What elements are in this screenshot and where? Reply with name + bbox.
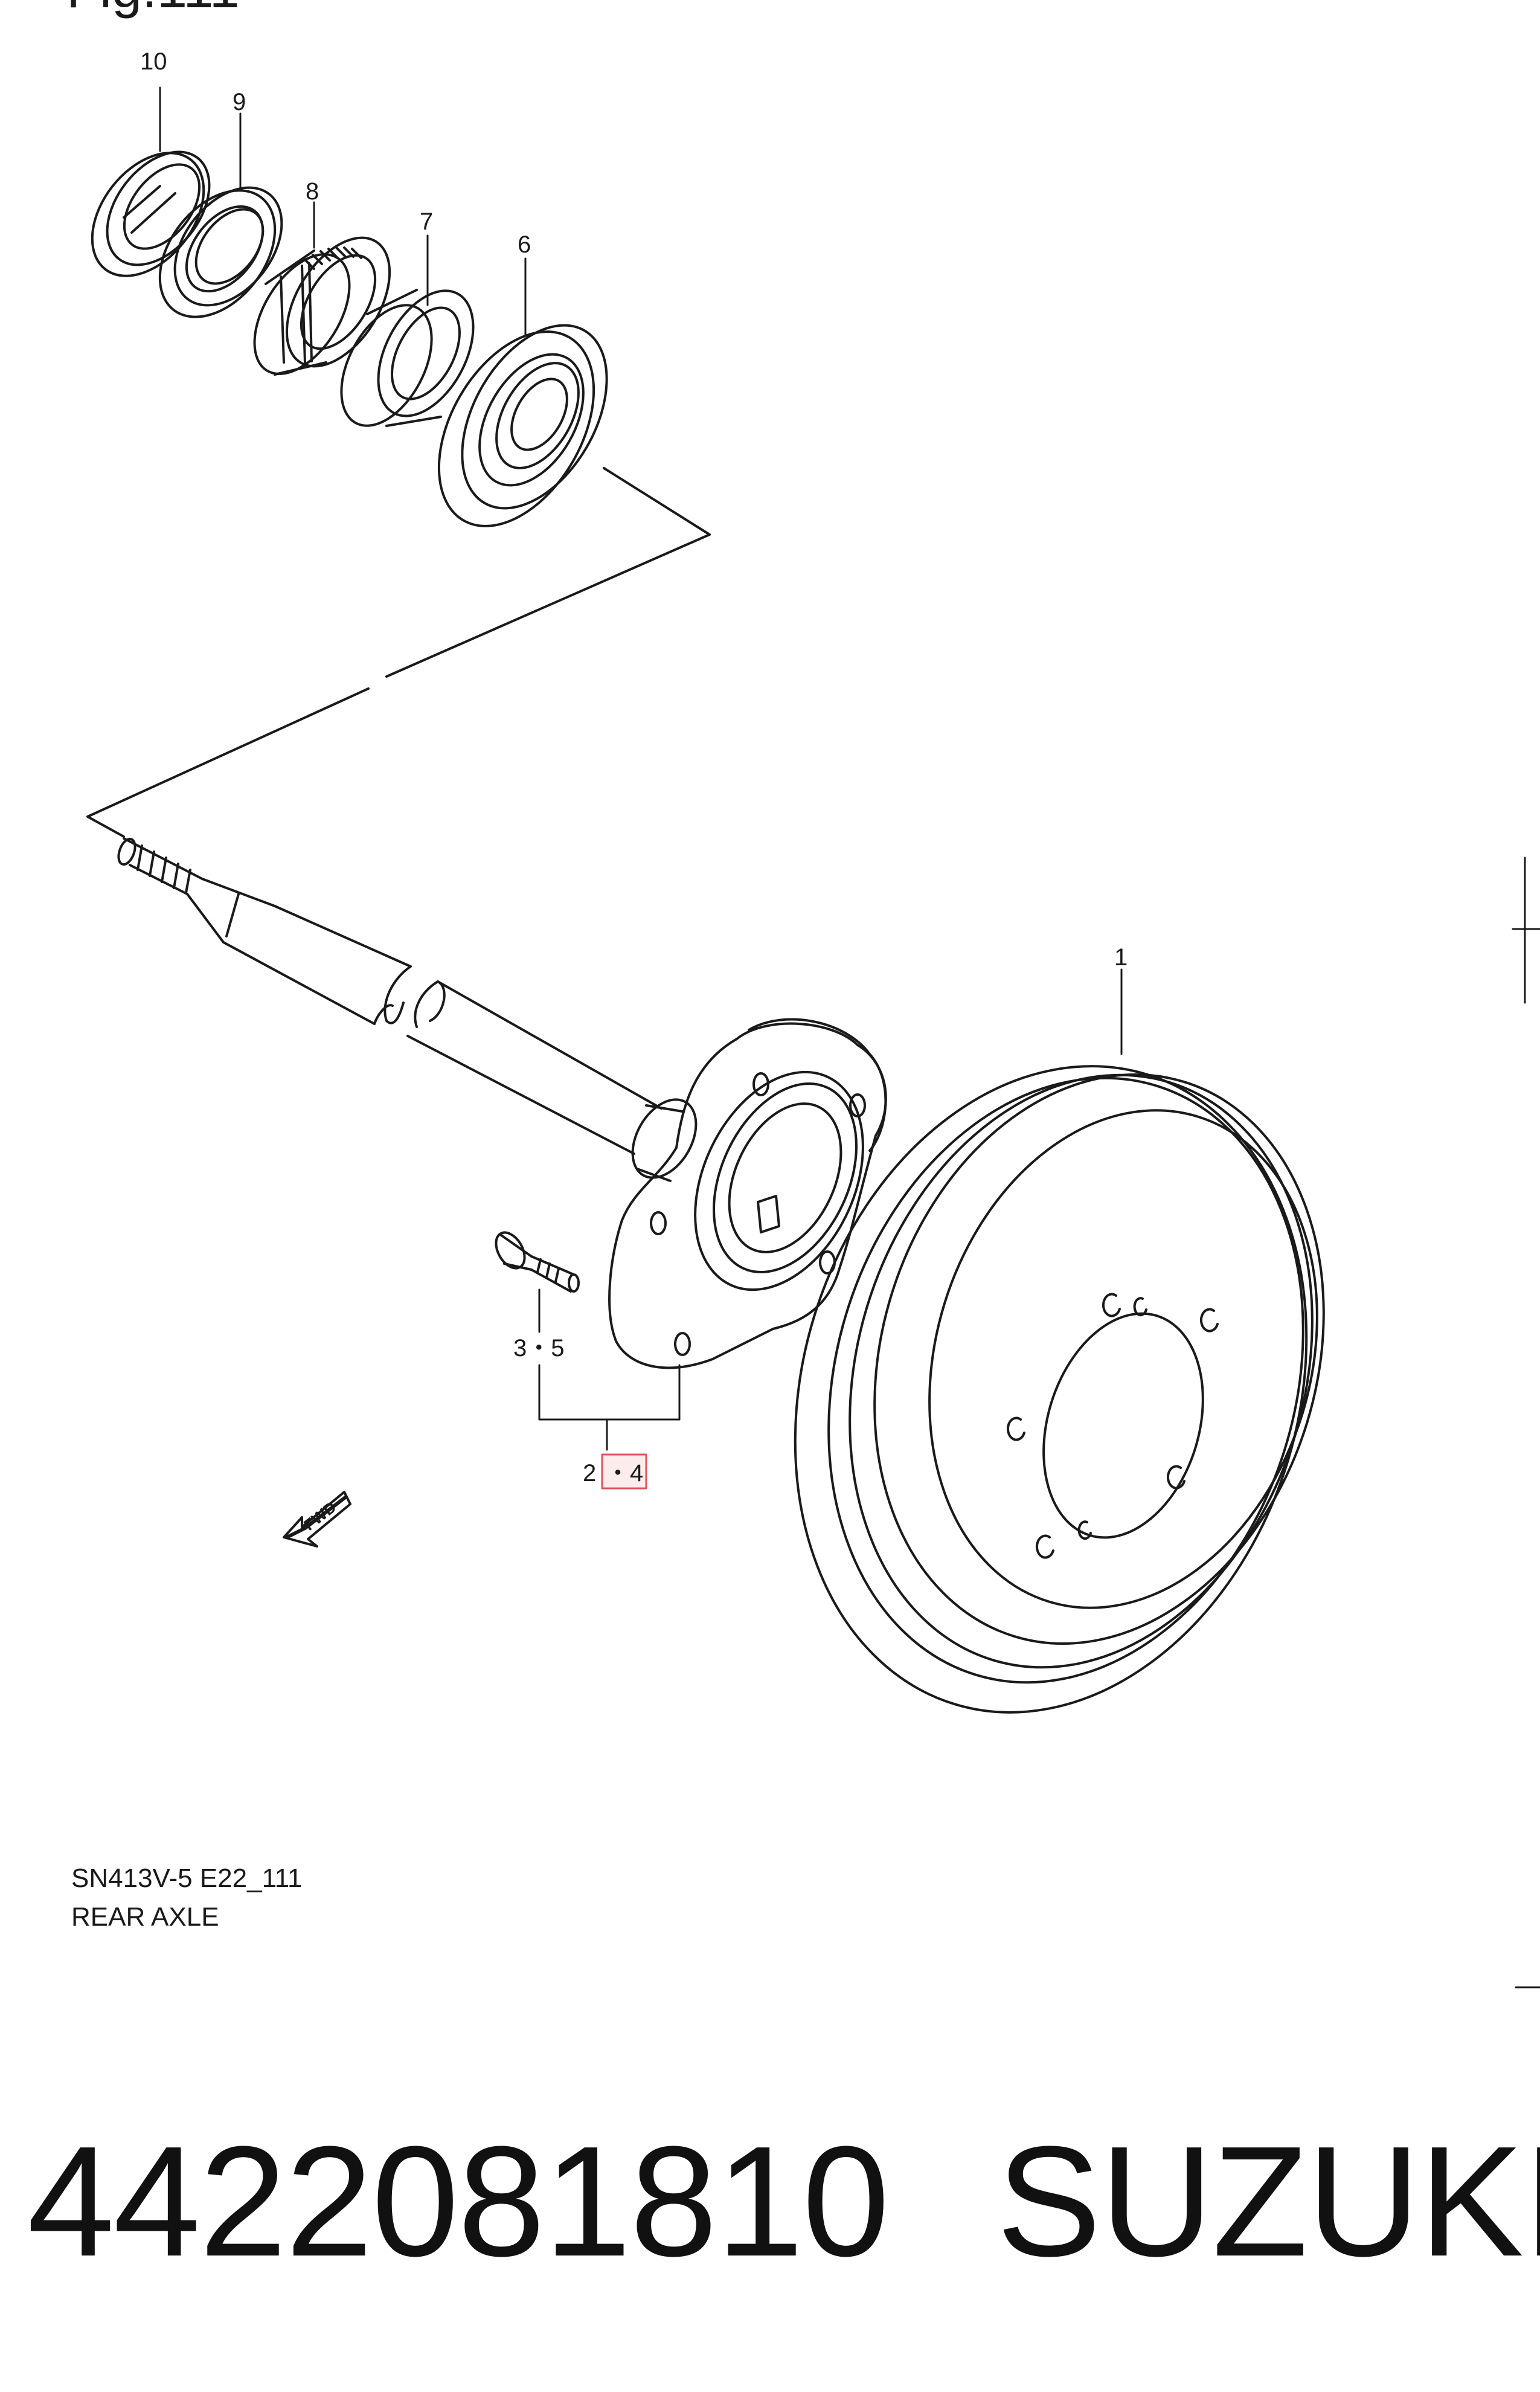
callout-3-5: 3・5 <box>513 1335 565 1362</box>
leader-lines <box>159 86 1123 1451</box>
part-9-bearing-race[interactable] <box>136 167 304 339</box>
part-10-oil-seal[interactable] <box>69 132 230 297</box>
part-3-wheel-stud[interactable] <box>490 1227 580 1293</box>
part-2-hub-flange[interactable] <box>608 1018 896 1369</box>
callout-9: 9 <box>233 89 246 115</box>
callout-1: 1 <box>1114 944 1128 971</box>
callout-6: 6 <box>518 231 531 258</box>
axle-shaft[interactable] <box>115 837 709 1189</box>
callout-10: 10 <box>140 48 167 75</box>
callout-7: 7 <box>420 208 433 235</box>
diagram-code: SN413V-5 E22_111 <box>71 1863 303 1893</box>
callout-4: ・4 <box>606 1460 643 1487</box>
fwd-arrow-icon: FWD <box>283 1491 351 1548</box>
crop-mark <box>1512 857 1540 1989</box>
diagram-title: REAR AXLE <box>71 1902 219 1932</box>
callout-2: 2 <box>583 1460 596 1487</box>
figure-header: Fig.111 <box>66 0 240 19</box>
callout-4-highlight[interactable]: ・4 <box>601 1453 647 1490</box>
part-7-spacer[interactable] <box>323 275 493 440</box>
part-6-ball-bearing[interactable] <box>407 300 637 553</box>
part-8-roller-bearing[interactable] <box>235 220 411 390</box>
callout-8: 8 <box>306 178 319 205</box>
brand-name: SUZUKI <box>996 2114 1540 2289</box>
assembly-path-line <box>86 467 711 838</box>
part-number: 4422081810 <box>27 2114 890 2289</box>
rear-axle-exploded-diagram: Fig.111 <box>66 0 1540 1989</box>
part-1-brake-drum[interactable] <box>718 1002 1392 1776</box>
